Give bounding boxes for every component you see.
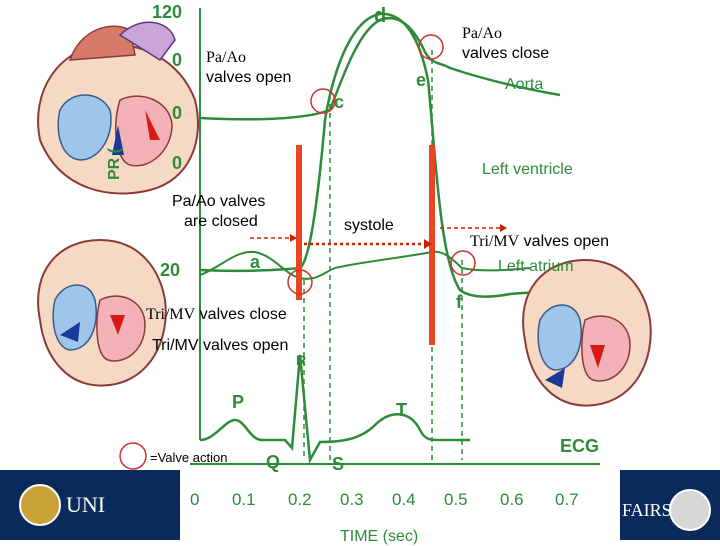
legend-valve-circle — [119, 442, 147, 470]
x-tick-0-7: 0.7 — [555, 490, 579, 509]
pa-ao-closed-line1: Pa/Ao valves — [172, 193, 266, 210]
x-tick-0-2: 0.2 — [288, 490, 312, 509]
tri-mv-open-right-label: Tri/MV valves open — [470, 233, 610, 250]
point-r: R — [296, 352, 307, 368]
heart-illustration-bottom-left — [37, 238, 167, 387]
va-seal-icon — [669, 489, 711, 531]
closed-arrowhead — [290, 234, 297, 242]
y-tick-0b: 0 — [172, 103, 183, 123]
left-atrium-curve — [199, 250, 531, 280]
point-a: a — [250, 252, 261, 272]
y-tick-0a: 0 — [172, 50, 183, 70]
point-p: P — [232, 392, 245, 412]
systole-label: systole — [344, 217, 394, 234]
point-c: c — [334, 92, 345, 112]
point-q: Q — [266, 452, 281, 472]
pa-ao-close-line2: valves close — [462, 45, 550, 62]
valve-circle-mv-open — [450, 250, 476, 276]
heart-illustration-bottom-right — [522, 258, 652, 407]
aorta-label: Aorta — [505, 76, 544, 93]
tri-mv-close-label: Tri/MV valves close — [146, 306, 287, 323]
y-tick-0c: 0 — [172, 153, 183, 173]
point-e: e — [416, 70, 427, 90]
x-tick-0-5: 0.5 — [444, 490, 468, 509]
valve-circle-c — [310, 88, 336, 114]
footer-left-text: UNI — [66, 492, 106, 517]
university-seal-icon — [19, 484, 61, 526]
aorta-curve — [199, 17, 561, 121]
y-tick-120: 120 — [152, 2, 183, 22]
x-tick-0: 0 — [190, 490, 200, 509]
footer-right-text: FAIRS — [622, 500, 672, 520]
point-f: f — [456, 292, 462, 312]
x-axis-label: TIME (sec) — [340, 528, 419, 545]
point-t: T — [396, 400, 407, 420]
pa-ao-open-line1: Pa/Ao — [206, 49, 246, 66]
systole-arrowhead — [424, 239, 432, 249]
tri-open-arrowhead — [500, 224, 507, 232]
valve-circle-e — [418, 34, 444, 60]
y-tick-20: 20 — [160, 260, 181, 280]
phase-bar-right — [429, 145, 435, 345]
left-ventricle-label: Left ventricle — [482, 161, 573, 178]
left-ventricle-curve — [199, 12, 571, 298]
phase-bar-left — [296, 145, 302, 300]
y-axis-label: PR ( — [106, 148, 123, 180]
valve-circle-mv-close — [287, 269, 313, 295]
tri-mv-open-left-label: Tri/MV valves open — [152, 337, 289, 354]
point-d: d — [374, 5, 387, 27]
footer-center-panel — [180, 470, 620, 540]
pa-ao-close-line1: Pa/Ao — [462, 25, 502, 42]
pa-ao-closed-line2: are closed — [184, 213, 258, 230]
x-tick-0-1: 0.1 — [232, 490, 256, 509]
ecg-trace — [199, 354, 470, 465]
legend-valve-action: =Valve action — [150, 450, 228, 465]
pa-ao-open-line2: valves open — [206, 69, 292, 86]
heart-illustration-top — [37, 21, 199, 195]
ecg-label: ECG — [560, 436, 600, 456]
x-tick-0-6: 0.6 — [500, 490, 524, 509]
x-tick-0-4: 0.4 — [392, 490, 416, 509]
left-atrium-label: Left atrium — [498, 258, 574, 275]
point-s: S — [332, 454, 345, 474]
x-tick-0-3: 0.3 — [340, 490, 364, 509]
